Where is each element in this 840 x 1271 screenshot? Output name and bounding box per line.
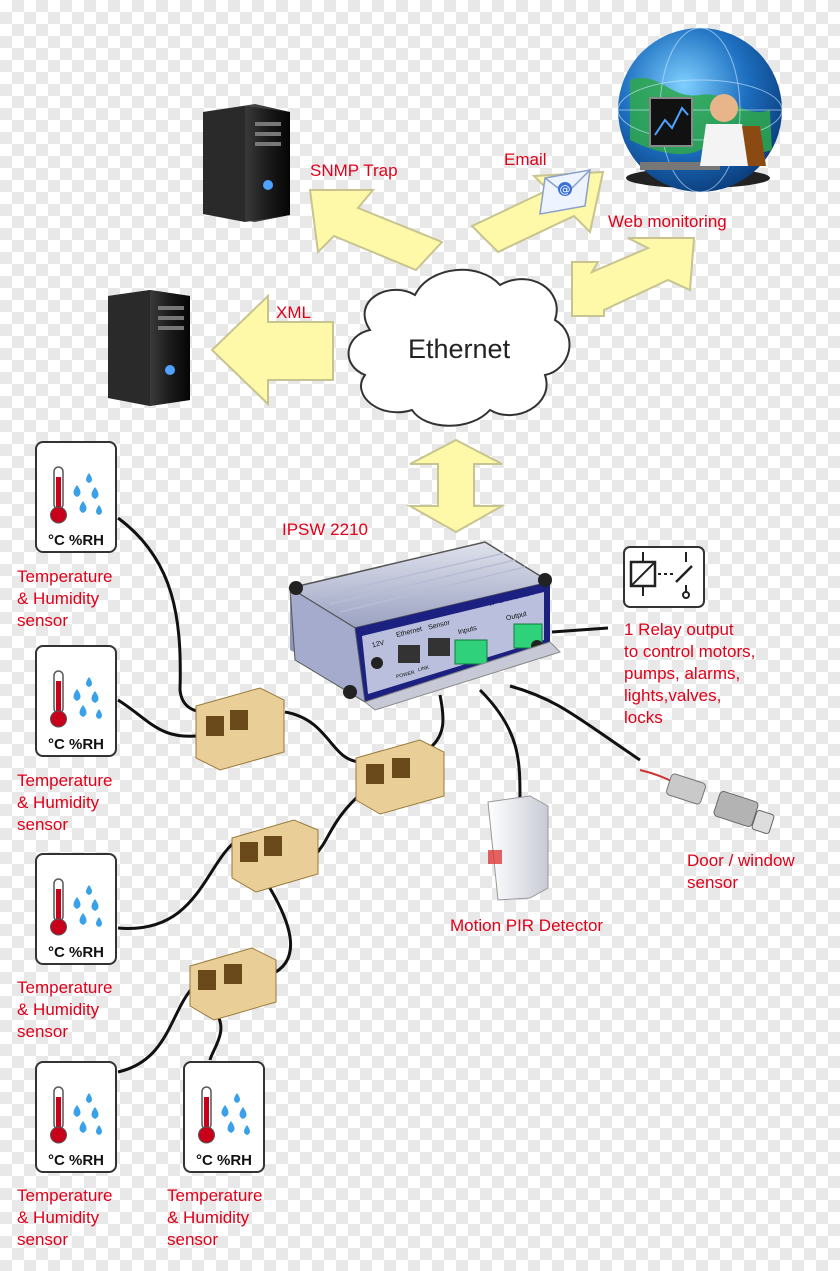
- temperature-humidity-sensor-card: °C %RH: [35, 1061, 117, 1173]
- rj-splitter: [355, 739, 445, 815]
- thermometer-droplets-icon: [50, 1086, 102, 1144]
- web-monitoring-label: Web monitoring: [608, 212, 727, 231]
- computer-tower-icon: [108, 290, 190, 406]
- ethernet-cloud: [347, 268, 571, 427]
- computer-tower-icon: [203, 104, 290, 222]
- xml-label: XML: [276, 303, 311, 322]
- rj-splitter: [195, 687, 285, 771]
- svg-text:@: @: [560, 183, 571, 196]
- snmp-trap-label: SNMP Trap: [310, 161, 398, 180]
- sensor-units: °C %RH: [47, 944, 104, 961]
- thermometer-droplets-icon: [50, 670, 102, 728]
- pir-detector-label: Motion PIR Detector: [450, 916, 604, 935]
- temperature-humidity-sensor-card: °C %RH: [35, 853, 117, 965]
- email-label: Email: [504, 150, 547, 169]
- sensor-label: Temperature & Humidity sensor: [17, 567, 113, 630]
- temperature-humidity-sensor-card: °C %RH: [35, 441, 117, 553]
- sensor-label: Temperature & Humidity sensor: [167, 1186, 263, 1249]
- sensor-label: Temperature & Humidity sensor: [17, 978, 113, 1041]
- ethernet-device-arrow: [406, 438, 506, 534]
- door-window-sensor: [639, 769, 775, 835]
- sensor-cables: [117, 516, 641, 1074]
- door-window-sensor-label: Door / window sensor: [687, 851, 795, 892]
- sensor-units: °C %RH: [47, 532, 104, 549]
- thermometer-droplets-icon: [198, 1086, 250, 1144]
- motion-pir-detector: [487, 795, 549, 901]
- thermometer-droplets-icon: [50, 466, 102, 524]
- web-monitoring-globe-icon: [617, 27, 783, 193]
- relay-output-label: 1 Relay output to control motors, pumps,…: [624, 620, 756, 727]
- xml-arrow: [210, 293, 334, 407]
- rj-splitter: [231, 819, 319, 893]
- ethernet-cloud-label: Ethernet: [408, 334, 511, 364]
- sensor-units: °C %RH: [47, 736, 104, 753]
- sensor-label: Temperature & Humidity sensor: [17, 1186, 113, 1249]
- sensor-label: Temperature & Humidity sensor: [17, 771, 113, 834]
- sensor-units: °C %RH: [47, 1152, 104, 1169]
- sensor-units: °C %RH: [195, 1152, 252, 1169]
- relay-symbol-icon: [623, 546, 705, 608]
- temperature-humidity-sensor-card: °C %RH: [183, 1061, 265, 1173]
- snmp-trap-arrow: [308, 189, 444, 272]
- thermometer-droplets-icon: [50, 878, 102, 936]
- temperature-humidity-sensor-card: °C %RH: [35, 645, 117, 757]
- rj-splitter: [189, 947, 277, 1021]
- ipsw-device: [288, 541, 561, 711]
- email-envelope-icon: @: [539, 169, 591, 215]
- web-monitoring-arrow: [571, 237, 696, 317]
- device-model-label: IPSW 2210: [282, 520, 368, 539]
